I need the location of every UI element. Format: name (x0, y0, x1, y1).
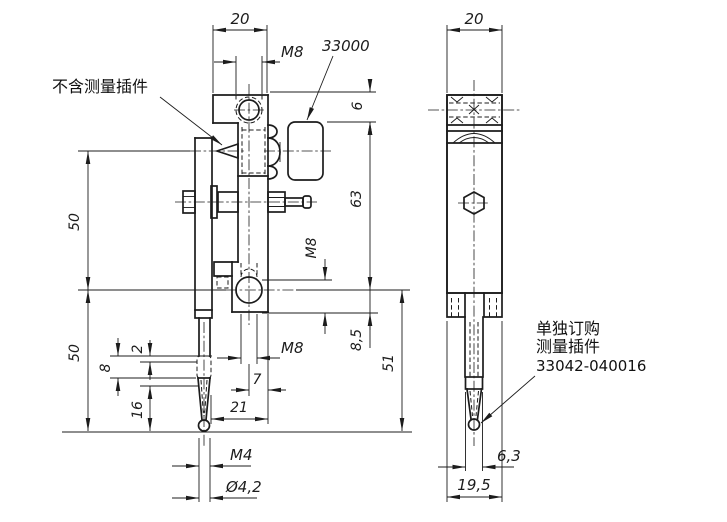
knurl-mark (485, 96, 499, 103)
front-view: 不含测量插件 33000 20 M8 6 63 (52, 10, 412, 502)
dim-side-width-20: 20 (464, 10, 483, 28)
note-not-included: 不含测量插件 (52, 77, 148, 96)
knurl-mark (450, 96, 464, 103)
side-annotation: 单独订购 测量插件 33042-040016 (480, 319, 646, 424)
screw-collar-bottom (267, 165, 278, 180)
front-dimensions-top: 20 M8 (212, 10, 304, 94)
dim-height-51: 51 (381, 354, 397, 372)
dim-width-21: 21 (230, 400, 248, 416)
dim-tip-16: 16 (130, 401, 146, 419)
clamp-bore-hole (238, 99, 260, 121)
bolt-stud-tip (302, 195, 312, 209)
side-body (446, 94, 503, 294)
note-order-separately-line1: 单独订购 (536, 319, 600, 338)
hidden-screw-boss (216, 276, 229, 289)
contact-ball-tip-side (467, 418, 481, 431)
bolt-hex-head (182, 190, 196, 214)
dim-tip-6-3: 6,3 (497, 447, 521, 465)
dim-thread-m8-top: M8 (281, 43, 304, 61)
dim-step-8: 8 (98, 363, 114, 372)
dim-depth-8-5: 8,5 (349, 329, 365, 351)
knurled-thumb-knob (287, 121, 324, 181)
front-dimensions-left: 50 50 (67, 150, 190, 431)
dim-thread-m8-side: M8 (304, 237, 320, 258)
dim-width-19-5: 19,5 (457, 476, 490, 494)
front-dimensions-right: 6 63 8,5 51 M8 (78, 79, 410, 431)
contact-ball-tip (197, 419, 211, 432)
part-number-leader-line (306, 55, 334, 121)
dim-thread-m8-lower: M8 (281, 339, 304, 357)
screw-collar-top (267, 124, 278, 139)
dim-offset-7: 7 (253, 372, 262, 388)
side-dimensions: 20 6,3 19,5 (438, 10, 521, 502)
front-dimensions-tip: 8 2 16 (98, 338, 212, 431)
dim-height-63: 63 (349, 190, 365, 208)
knurl-mark (485, 117, 499, 124)
front-annotations: 不含测量插件 33000 (52, 37, 370, 146)
dim-offset-6: 6 (350, 101, 366, 110)
clamping-bolt-assembly (182, 185, 312, 219)
side-view: 20 6,3 19,5 单独订购 测量插件 33042-040016 (428, 10, 646, 502)
knurl-mark (450, 117, 464, 124)
spring-dome-arc (452, 133, 496, 144)
not-included-leader-line (159, 96, 223, 146)
screw-hex-nut (267, 137, 281, 167)
insert-leader-line (480, 375, 536, 424)
note-insert-part-number: 33042-040016 (536, 357, 646, 375)
clamp-screw (267, 121, 324, 181)
measuring-insert-tip-pointer (214, 142, 239, 160)
front-dimensions-bottom: M8 7 21 M4 Ø4,2 (62, 314, 412, 502)
lower-clamp-block (213, 261, 269, 313)
dim-height-50-lower: 50 (67, 344, 83, 362)
note-order-separately-line2: 测量插件 (536, 337, 600, 356)
dim-thread-m4: M4 (230, 446, 253, 464)
hex-socket-hole (463, 191, 485, 215)
carrier-plate (194, 137, 213, 432)
dim-height-50-upper: 50 (67, 213, 83, 231)
lower-bore-hole (235, 276, 263, 304)
insert-collet (464, 376, 484, 390)
dim-dia-4-2: Ø4,2 (225, 478, 262, 496)
dim-step-2: 2 (130, 344, 146, 353)
part-number-33000: 33000 (322, 37, 370, 55)
clamp-bore-thread-hidden (235, 96, 263, 124)
dim-width-20: 20 (230, 10, 249, 28)
washer (210, 185, 218, 219)
side-bottom (446, 292, 503, 431)
compression-spring (217, 191, 239, 213)
